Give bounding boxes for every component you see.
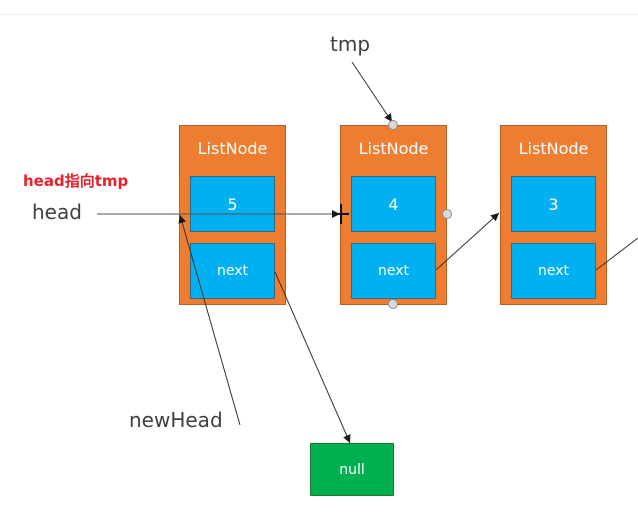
newhead-arrow <box>178 214 241 426</box>
selection-handle-bottom[interactable] <box>388 299 398 309</box>
list-node-2: ListNode 4 next <box>340 125 447 305</box>
node-next: next <box>351 243 436 299</box>
node-title: ListNode <box>518 139 589 158</box>
node-title: ListNode <box>197 139 268 158</box>
null-box: null <box>310 443 394 496</box>
node-value: 3 <box>511 176 596 232</box>
selection-handle-right[interactable] <box>442 209 452 219</box>
node2-next-arrow <box>435 212 500 271</box>
node-title: ListNode <box>358 139 429 158</box>
node-value: 4 <box>351 176 436 232</box>
head-label: head <box>32 200 82 224</box>
list-node-3: ListNode 3 next <box>500 125 607 305</box>
node3-next-arrow <box>595 237 638 271</box>
newhead-label: newHead <box>129 408 223 432</box>
tmp-arrow <box>351 61 393 123</box>
node1-next-arrow <box>274 271 351 444</box>
tmp-label: tmp <box>330 32 371 56</box>
selection-handle-top[interactable] <box>388 120 398 130</box>
node-next: next <box>190 243 275 299</box>
annotation-label: head指向tmp <box>23 172 129 190</box>
top-divider <box>0 14 638 15</box>
node-value: 5 <box>190 176 275 232</box>
node-next: next <box>511 243 596 299</box>
